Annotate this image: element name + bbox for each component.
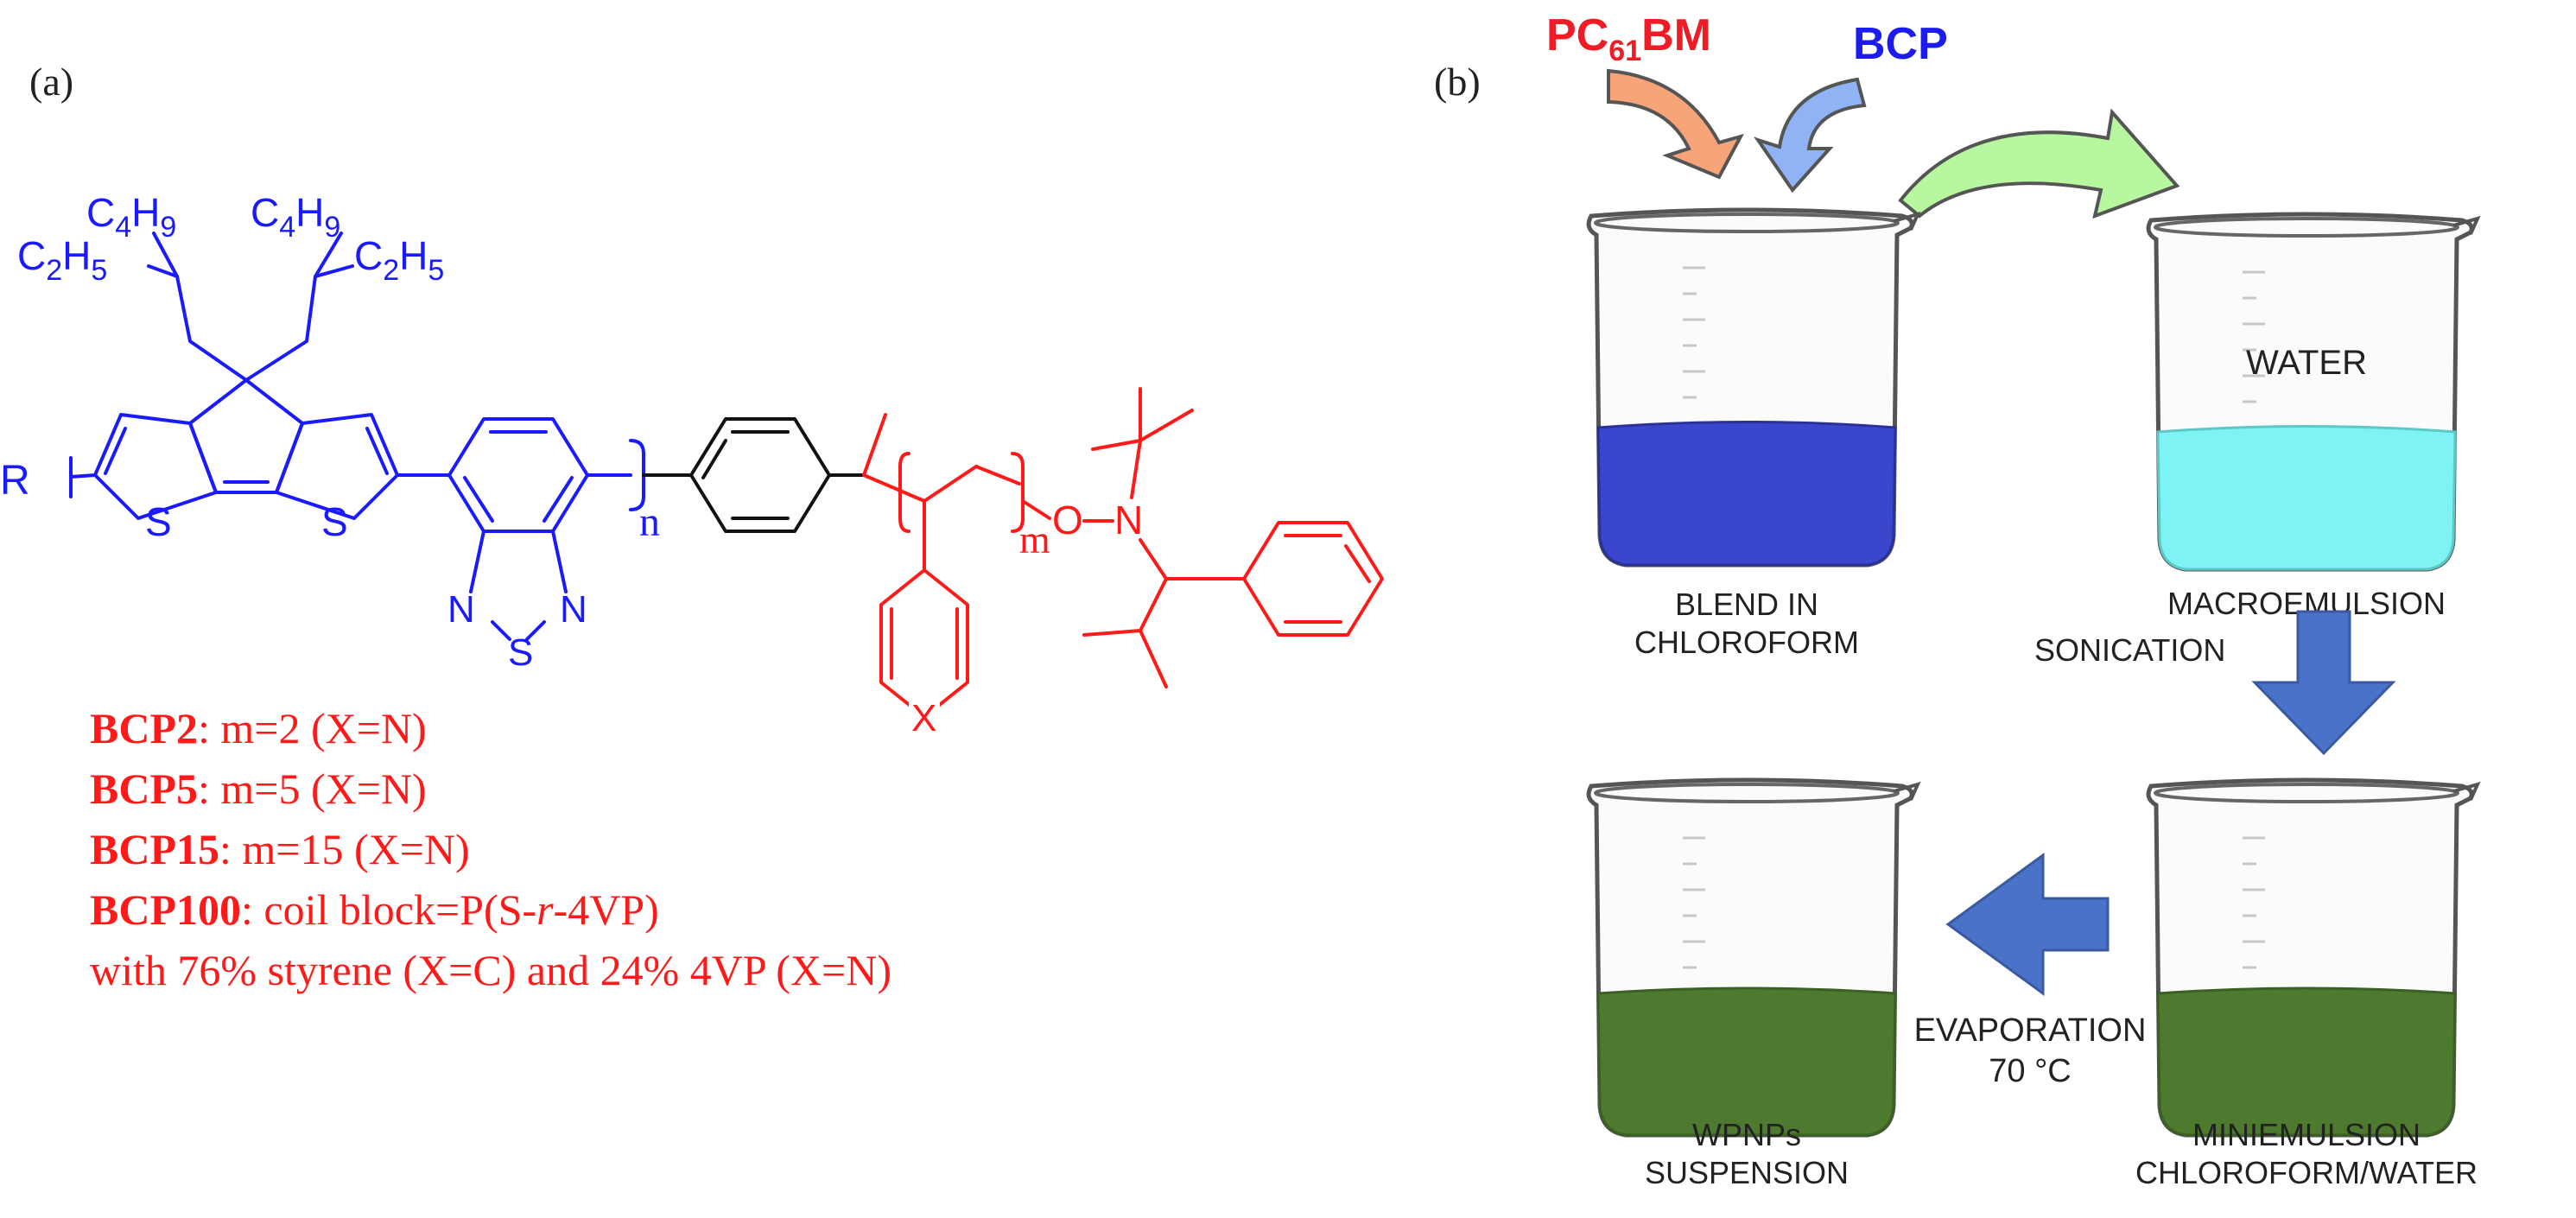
pcbm-subscript: 61 [1608, 35, 1641, 67]
thiadiazole-s: S [508, 631, 533, 674]
blend-liquid [1596, 421, 1897, 567]
sonication-step: SONICATION [2034, 610, 2396, 756]
beaker-miniemulsion: MINIEMULSION CHLOROFORM/WATER [2135, 780, 2478, 1190]
beaker-wpnps: WPNPs SUSPENSION [1589, 780, 1918, 1190]
r-group-label: R [0, 458, 30, 504]
blend-caption-1: BLEND IN [1675, 587, 1818, 622]
c4h9-right-label: C4H9 [251, 190, 340, 244]
legend-line-5: with 76% styrene (X=C) and 24% 4VP (X=N) [90, 946, 891, 994]
panel-a: (a) C4H9 C2H5 C4H9 C2H5 R S S [0, 60, 1384, 994]
evaporation-step: EVAPORATION 70 °C [1914, 853, 2147, 1089]
wpnps-liquid [1596, 986, 1897, 1137]
panel-b-label: (b) [1434, 60, 1481, 104]
beaker-macroemulsion: WATER MACROEMULSION [2148, 214, 2478, 621]
phenyl-linker [642, 417, 831, 533]
thiadiazole-n-right: N [560, 588, 587, 631]
bcp-label: BCP [1853, 19, 1948, 69]
pcbm-label: PC61BM [1546, 10, 1711, 67]
legend-bcp5-name: BCP5 [90, 764, 198, 813]
legend-bcp2-desc: : m=2 (X=N) [198, 704, 427, 752]
sulfur-2-label: S [321, 499, 348, 544]
repeat-m-label: m [1019, 517, 1050, 561]
pcbm-arrow [1607, 68, 1744, 180]
panel-b: (b) PC61BM BCP BLEND IN CHLOROFORM WATER… [1434, 10, 2478, 1190]
legend-line-4: BCP100: coil block=P(S-r-4VP) [90, 885, 659, 934]
oxygen-label: O [1052, 498, 1083, 542]
c2h5-left-label: C2H5 [17, 233, 107, 287]
evaporation-arrow [1945, 853, 2110, 996]
water-label: WATER [2246, 344, 2367, 382]
legend-bcp100-name: BCP100 [90, 885, 241, 934]
nitroxide-n-label: N [1114, 498, 1143, 542]
transfer-arrow [1898, 108, 2180, 219]
sulfur-1-label: S [145, 499, 172, 544]
sonication-label: SONICATION [2034, 632, 2225, 668]
mini-caption-2: CHLOROFORM/WATER [2135, 1155, 2478, 1190]
x-atom-label: X [911, 697, 936, 739]
legend-bcp2-name: BCP2 [90, 704, 198, 752]
evaporation-label-2: 70 °C [1989, 1053, 2071, 1089]
cpdt-unit: R S S [0, 378, 451, 544]
legend-line-1: BCP2: m=2 (X=N) [90, 704, 427, 752]
legend-line-2: BCP5: m=5 (X=N) [90, 764, 427, 813]
thiadiazole-n-left: N [447, 588, 475, 631]
legend-bcp5-desc: : m=5 (X=N) [198, 764, 427, 813]
repeat-n-label: n [639, 499, 660, 545]
legend-line-3: BCP15: m=15 (X=N) [90, 825, 470, 873]
benzothiadiazole-unit: N N S n [447, 417, 660, 674]
alkyl-chains: C4H9 C2H5 C4H9 C2H5 [17, 190, 444, 382]
bcp-legend: BCP2: m=2 (X=N) BCP5: m=5 (X=N) BCP15: m… [90, 704, 891, 994]
mini-caption-1: MINIEMULSION [2192, 1117, 2421, 1152]
c2h5-right-label: C2H5 [354, 233, 444, 287]
legend-bcp100-desc: : coil block=P(S-r-4VP) [241, 885, 659, 934]
pcbm-prefix: PC [1546, 10, 1608, 60]
c4h9-left-label: C4H9 [86, 190, 176, 244]
pcbm-suffix: BM [1641, 10, 1711, 60]
sonication-arrow [2251, 610, 2396, 756]
wpnps-caption-2: SUSPENSION [1645, 1155, 1849, 1190]
mini-liquid [2156, 986, 2457, 1137]
bcp-arrow [1754, 77, 1867, 193]
legend-bcp15-desc: : m=15 (X=N) [219, 825, 470, 873]
macro-liquid [2156, 425, 2457, 571]
blend-caption-2: CHLOROFORM [1634, 625, 1859, 660]
coil-block: m O N X [828, 387, 1384, 739]
legend-bcp15-name: BCP15 [90, 825, 219, 873]
beaker-blend: BLEND IN CHLOROFORM [1589, 210, 1918, 660]
panel-a-label: (a) [29, 60, 73, 104]
wpnps-caption-1: WPNPs [1692, 1117, 1801, 1152]
evaporation-label-1: EVAPORATION [1914, 1012, 2147, 1049]
